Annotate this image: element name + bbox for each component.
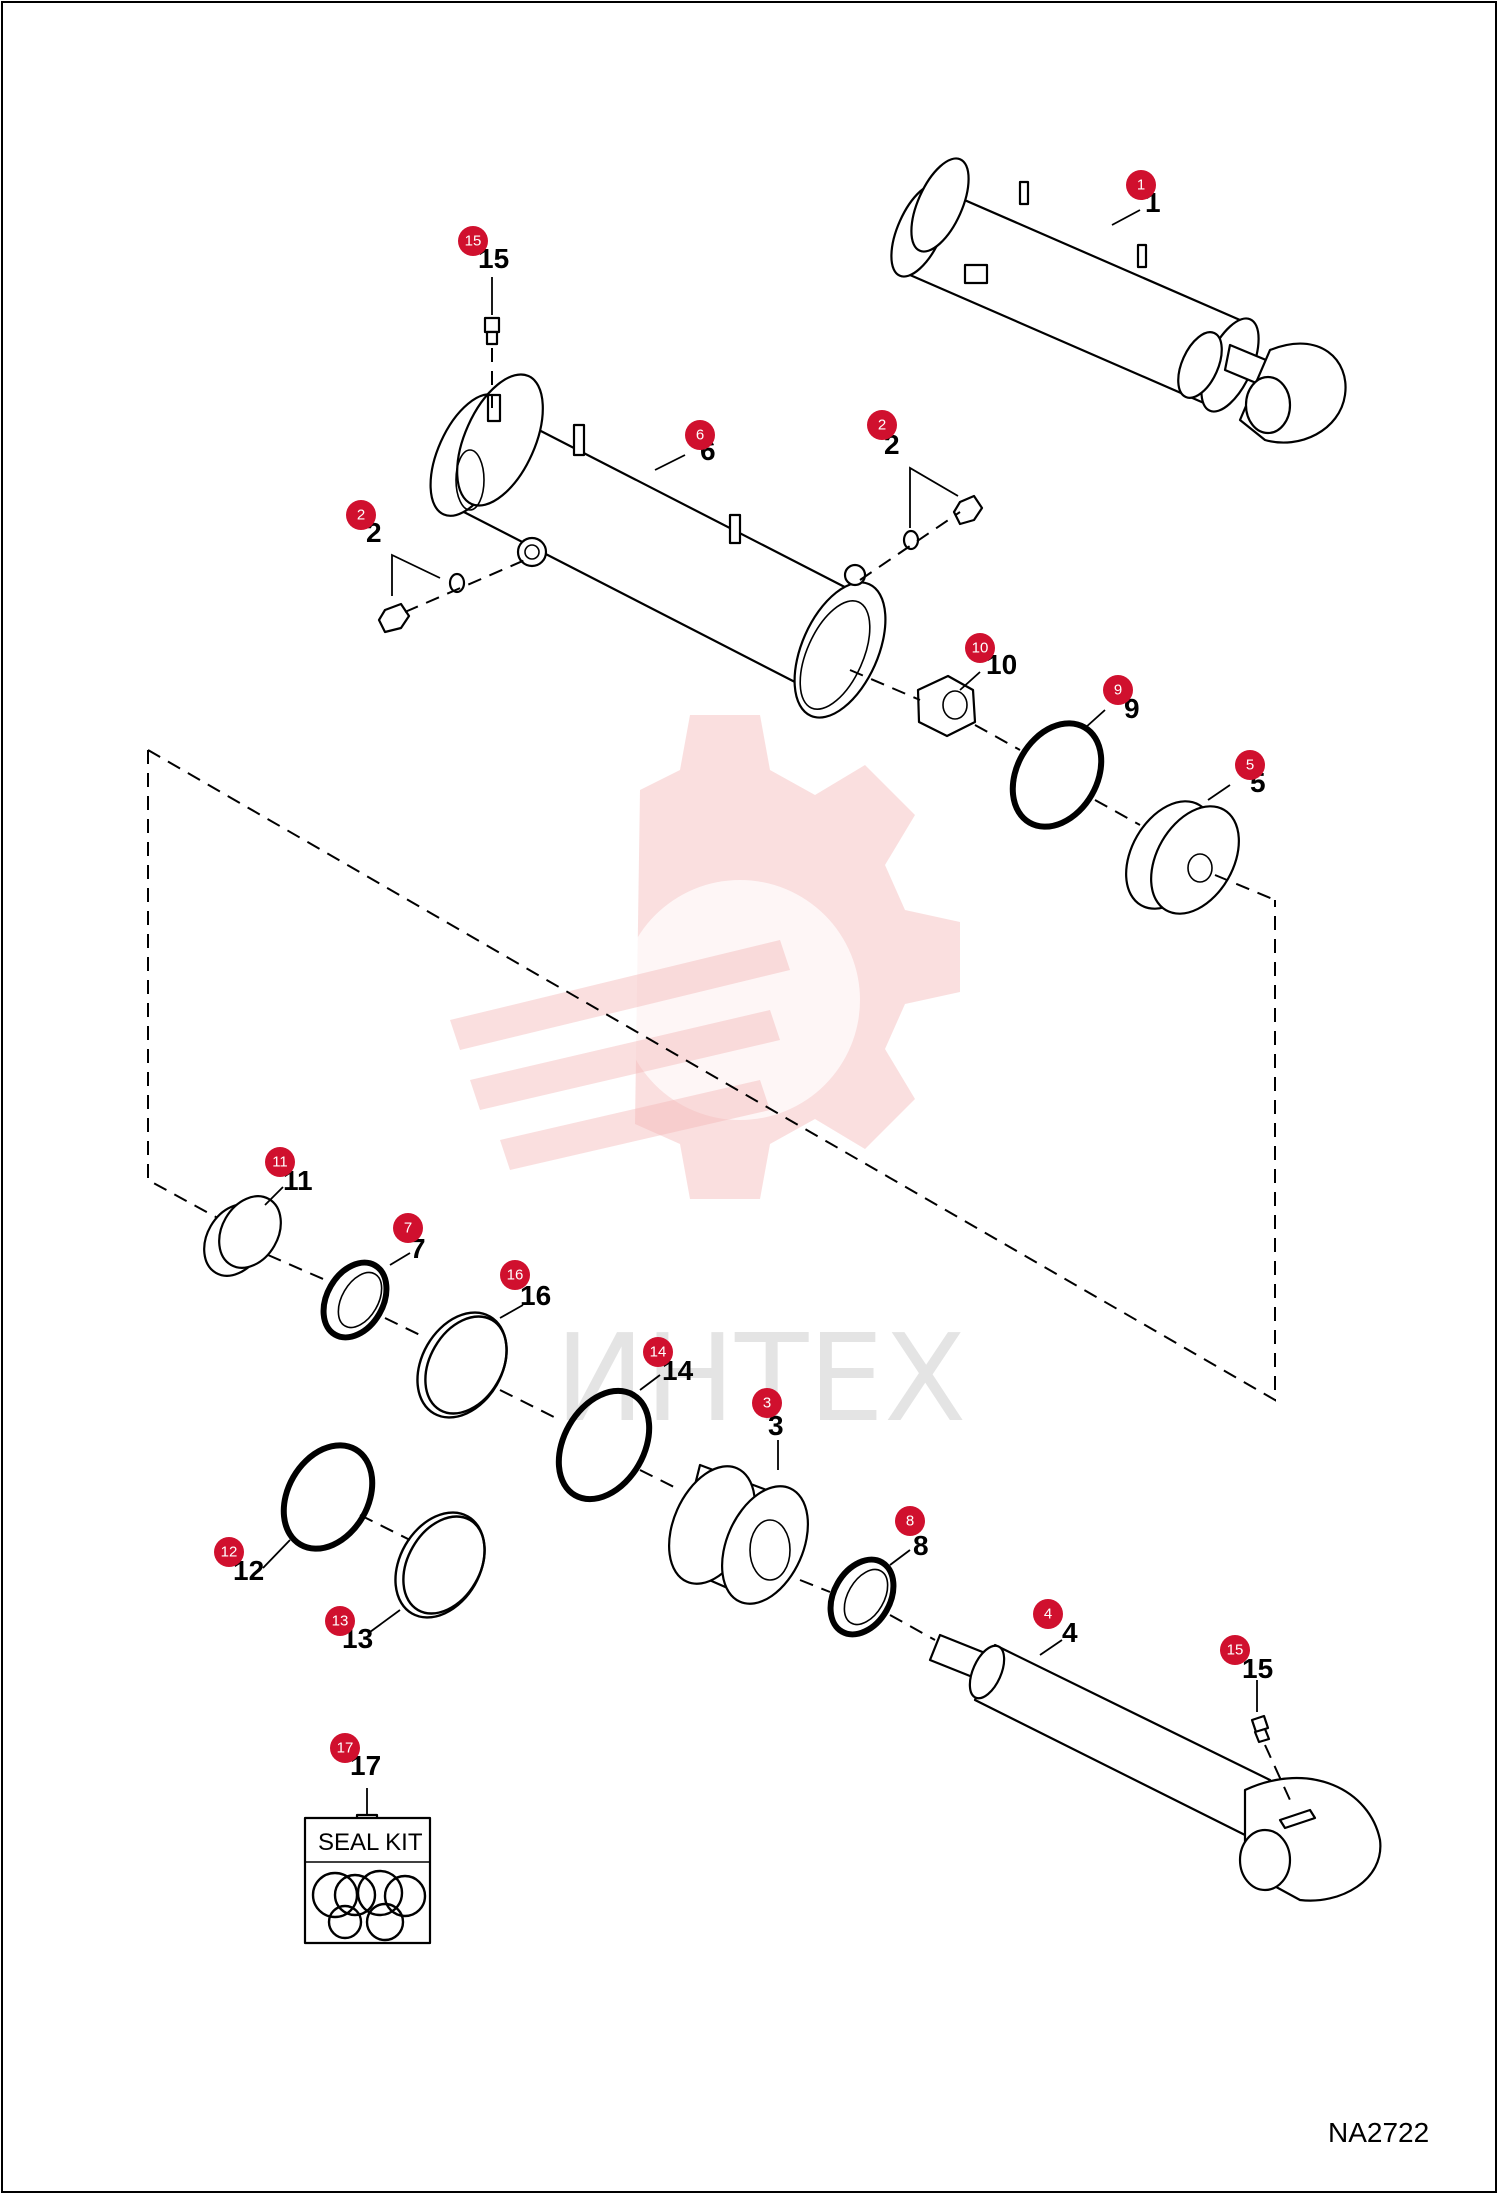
callout-badges: 1 15 6 2 2 10 9 5 11 7 16 14 3 12 13 8 4… xyxy=(214,170,1265,1763)
callout-16-badge: 16 xyxy=(500,1260,530,1290)
svg-text:11: 11 xyxy=(272,1154,288,1171)
callout-17-badge: 17 xyxy=(330,1733,360,1763)
callout-9-badge: 9 xyxy=(1103,675,1133,705)
exploded-box-outline xyxy=(147,749,1276,1402)
callout-6-badge: 6 xyxy=(685,420,715,450)
svg-text:17: 17 xyxy=(337,1740,354,1757)
seal-7-drawing xyxy=(320,1259,390,1341)
callout-4-number: 4 xyxy=(1062,1617,1078,1648)
svg-text:2: 2 xyxy=(357,507,365,524)
svg-text:12: 12 xyxy=(221,1544,238,1561)
cylinder-assembly-drawing xyxy=(890,157,1347,444)
callout-10-badge: 10 xyxy=(965,633,995,663)
leader-lines xyxy=(262,209,1231,1656)
drawing-number: NA2722 xyxy=(1328,2117,1429,2148)
piston-drawing xyxy=(1125,800,1276,915)
callout-4-badge: 4 xyxy=(1033,1599,1063,1629)
svg-text:15: 15 xyxy=(465,233,482,250)
wear-ring-9-drawing xyxy=(1009,720,1105,830)
callout-11-badge: 11 xyxy=(265,1147,295,1177)
nut-drawing xyxy=(849,669,977,738)
svg-text:6: 6 xyxy=(696,427,704,444)
svg-text:1: 1 xyxy=(1137,177,1145,194)
callout-8-badge: 8 xyxy=(895,1506,925,1536)
svg-text:13: 13 xyxy=(332,1613,349,1630)
svg-text:9: 9 xyxy=(1114,682,1122,699)
head-drawing xyxy=(667,1463,831,1605)
svg-text:15: 15 xyxy=(1227,1642,1244,1659)
svg-text:2: 2 xyxy=(878,417,886,434)
callout-15-badge: 15 xyxy=(1220,1635,1250,1665)
o-ring-14-drawing xyxy=(555,1387,653,1503)
callout-8-number: 8 xyxy=(913,1530,929,1561)
port-plug-left-drawing xyxy=(377,553,526,634)
svg-text:16: 16 xyxy=(507,1267,524,1284)
callout-3-number: 3 xyxy=(768,1410,784,1441)
callout-12-badge: 12 xyxy=(214,1537,244,1567)
callout-15-badge: 15 xyxy=(458,226,488,256)
svg-text:14: 14 xyxy=(650,1344,667,1361)
watermark-text: ИНТЕХ xyxy=(555,1310,966,1449)
callout-14-badge: 14 xyxy=(643,1337,673,1367)
watermark-logo: ИНТЕХ xyxy=(450,715,966,1449)
callout-13-badge: 13 xyxy=(325,1606,355,1636)
rod-drawing xyxy=(928,1633,1382,1902)
wiper-8-drawing xyxy=(827,1556,897,1638)
callout-5-badge: 5 xyxy=(1235,750,1265,780)
seal-kit-drawing: SEAL KIT xyxy=(303,1788,432,1945)
callout-1-badge: 1 xyxy=(1126,170,1156,200)
o-ring-12-drawing xyxy=(280,1442,376,1552)
svg-text:7: 7 xyxy=(404,1220,412,1237)
svg-text:5: 5 xyxy=(1246,757,1254,774)
lock-nut-drawing xyxy=(203,1195,331,1283)
svg-text:4: 4 xyxy=(1044,1606,1052,1623)
grease-fitting-top-drawing xyxy=(483,277,501,410)
svg-text:8: 8 xyxy=(906,1513,914,1530)
seal-kit-label: SEAL KIT xyxy=(318,1829,423,1856)
callout-7-badge: 7 xyxy=(393,1213,423,1243)
svg-text:3: 3 xyxy=(763,1395,771,1412)
grease-fitting-bottom-drawing xyxy=(1250,1680,1291,1801)
callout-2-badge: 2 xyxy=(867,410,897,440)
port-plug-right-drawing xyxy=(859,466,984,581)
barrel-drawing xyxy=(429,373,887,719)
callout-3-badge: 3 xyxy=(752,1388,782,1418)
callout-2-badge: 2 xyxy=(346,500,376,530)
svg-text:10: 10 xyxy=(972,640,989,657)
